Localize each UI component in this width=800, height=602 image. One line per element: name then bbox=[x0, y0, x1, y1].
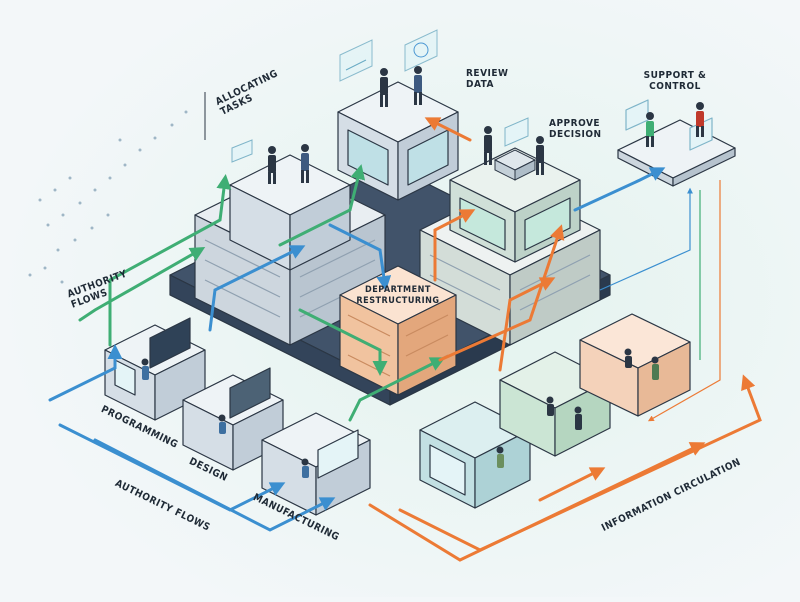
label-department-restructuring: DEPARTMENT RESTRUCTURING bbox=[356, 285, 440, 306]
blue-authority-flows bbox=[48, 167, 666, 532]
allocating-tasks-cube bbox=[229, 154, 351, 271]
orange-office-room bbox=[579, 313, 691, 417]
label-approve-decision: APPROVE DECISION bbox=[549, 118, 602, 140]
programming-room bbox=[104, 317, 206, 421]
label-review-data: REVIEW DATA bbox=[466, 68, 509, 90]
decorative-dot-field bbox=[28, 110, 188, 284]
workers bbox=[141, 348, 659, 478]
task-screen-icon bbox=[231, 139, 253, 163]
approve-decision-cube bbox=[449, 147, 581, 263]
green-authority-flows bbox=[78, 164, 446, 422]
data-screens-review bbox=[339, 29, 438, 82]
analysts-review bbox=[380, 66, 422, 107]
orange-information-flows bbox=[368, 117, 762, 562]
support-staff bbox=[646, 102, 704, 147]
managers-allocating bbox=[268, 144, 309, 184]
design-room bbox=[182, 367, 284, 471]
thin-feedback-lines bbox=[599, 180, 721, 422]
decision-desk bbox=[493, 117, 537, 181]
lab-room bbox=[419, 401, 531, 509]
approvers bbox=[484, 126, 544, 175]
label-support-control: SUPPORT & CONTROL bbox=[643, 70, 707, 92]
manufacturing-room bbox=[261, 412, 371, 516]
